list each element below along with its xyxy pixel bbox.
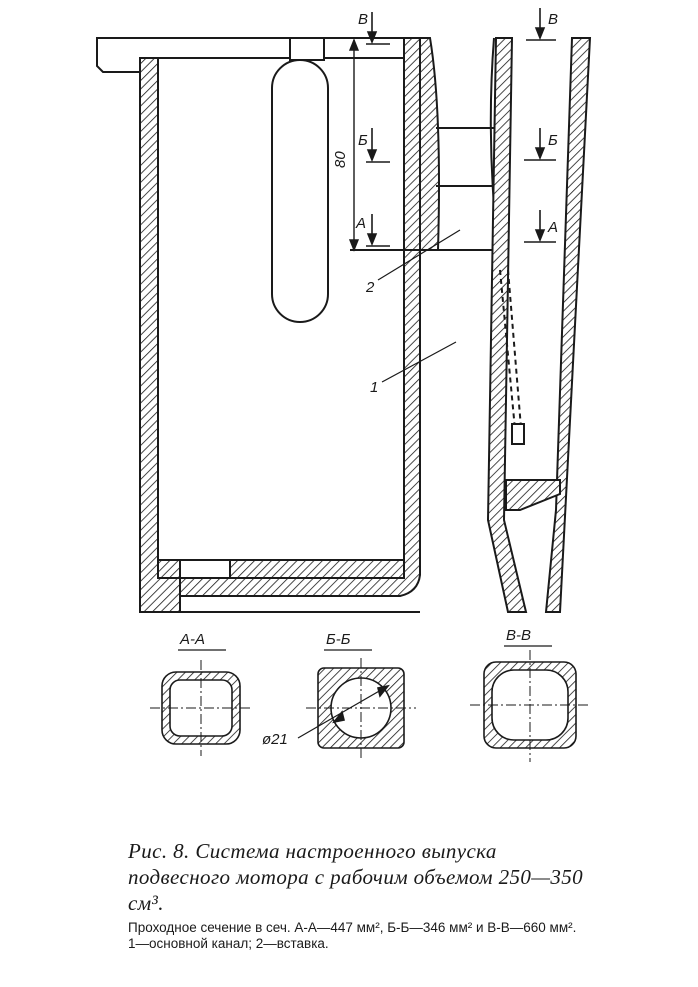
caption-body: Проходное сечение в сеч. А-А—447 мм², Б-…	[128, 920, 588, 952]
marker-v-right: В	[548, 11, 558, 28]
callout-main-channel: 1	[370, 379, 378, 396]
marker-a-left: А	[355, 215, 366, 232]
section-label-bb: Б-Б	[326, 631, 351, 648]
section-markers-right	[524, 8, 556, 243]
callout-insert: 2	[365, 279, 375, 296]
bottom-gap	[179, 559, 231, 579]
caption-sections: Проходное сечение в сеч. А-А—447 мм², Б-…	[128, 920, 577, 935]
section-label-vv: В-В	[506, 627, 531, 644]
main-section-view	[96, 37, 592, 613]
figure-caption: Рис. 8. Система настроенного выпуска под…	[128, 838, 588, 952]
pipe-inner-dashes	[499, 269, 517, 441]
caption-legend: 1—основной канал; 2—вставка.	[128, 936, 329, 951]
caption-title: Рис. 8. Система настроенного выпуска под…	[128, 839, 584, 915]
pipe-left-wall	[486, 37, 528, 613]
callout-leaders	[377, 229, 461, 383]
diameter-label: ø21	[262, 731, 288, 748]
section-markers-left	[366, 12, 390, 247]
marker-v-left: В	[358, 11, 368, 28]
section-vv	[470, 650, 590, 762]
pipe-inner-dashes-2	[507, 269, 523, 441]
section-label-aa: А-А	[179, 631, 205, 648]
section-aa	[150, 660, 252, 756]
exhaust-system-drawing: 80 В Б А В Б А 2 1 А-А Б-Б	[96, 8, 592, 762]
dimension-80-label: 80	[332, 151, 349, 168]
pipe-small-box	[511, 423, 525, 445]
pipe-right-wall	[544, 37, 592, 613]
marker-b-right: Б	[548, 132, 558, 149]
section-bb	[297, 658, 416, 760]
left-wall	[139, 57, 181, 613]
insert-body	[419, 37, 440, 251]
top-boss	[289, 37, 325, 61]
dimension-80: 80	[332, 38, 360, 252]
channel-right-wall	[179, 37, 421, 597]
pipe-bottom-bracket	[505, 479, 561, 511]
oblong-slot	[271, 59, 329, 323]
marker-b-left: Б	[358, 132, 368, 149]
marker-a-right: А	[547, 219, 558, 236]
